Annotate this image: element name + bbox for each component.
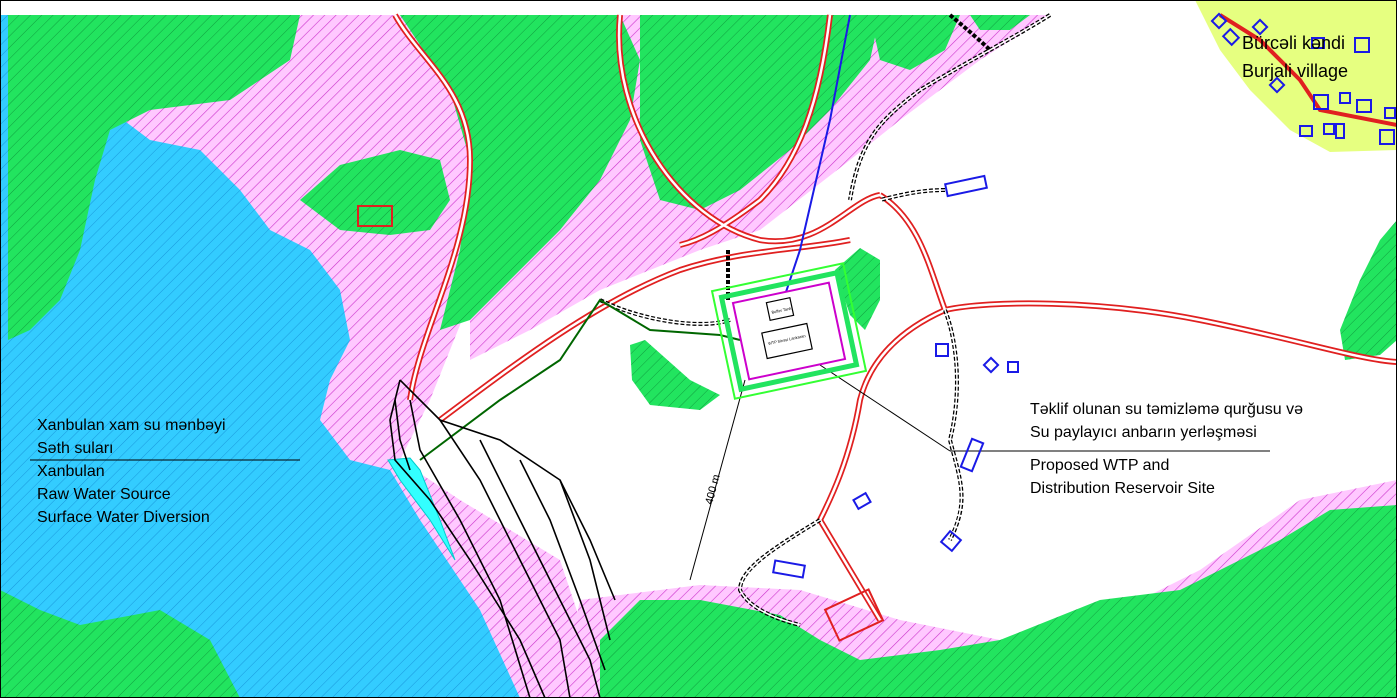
site-label-en-line2: Distribution Reservoir Site xyxy=(1030,480,1215,497)
forest-north-center xyxy=(400,15,640,330)
water-source-label-en-line3: Surface Water Diversion xyxy=(37,509,210,526)
forest-south xyxy=(600,505,1397,698)
water-source-label-az-line2: Səth suları xyxy=(37,440,114,457)
reservoir-structure-south xyxy=(823,588,885,642)
forest-northwest xyxy=(8,15,300,340)
forest-north-far2 xyxy=(970,15,1030,30)
site-fence-outer xyxy=(710,262,868,400)
buildings xyxy=(772,12,1396,579)
water-source-label-en-line1: Xanbulan xyxy=(37,463,105,480)
site-fence-mid xyxy=(718,269,860,393)
village-label-en: Burjali village xyxy=(1242,61,1349,81)
annotation-lines xyxy=(30,364,1270,581)
road-network-inner xyxy=(393,14,1397,621)
forest-west-inner xyxy=(300,150,450,235)
site-label-en-line1: Proposed WTP and xyxy=(1030,457,1170,474)
reservoir-water xyxy=(0,15,520,698)
wtp-building xyxy=(761,322,813,360)
village-road xyxy=(1218,13,1397,127)
buffer-tank xyxy=(765,296,795,322)
raw-water-pipeline xyxy=(419,298,741,461)
transmission-line-blue xyxy=(779,14,851,311)
diversion-channel xyxy=(387,457,456,561)
village-label-az: Bürcəli kəndi xyxy=(1242,33,1346,53)
forest-island-west xyxy=(630,340,720,410)
water-source-label-en-line2: Raw Water Source xyxy=(37,486,171,503)
forest-east xyxy=(1340,220,1397,360)
intake-structure-lines xyxy=(389,379,616,698)
forest-island-center xyxy=(835,248,880,330)
forest-north-far xyxy=(870,15,960,70)
site-label-az-line1: Təklif olunan su təmizləmə qurğusu və xyxy=(1030,401,1304,418)
forest-southwest xyxy=(0,590,240,698)
water-source-label-az-line1: Xanbulan xam su mənbəyi xyxy=(37,417,226,434)
buffer-tank-label: Buffer Tank xyxy=(771,306,792,315)
site-label-az-line2: Su paylayıcı anbarın yerləşməsi xyxy=(1030,424,1257,441)
wtp-site: Buffer Tank WTP binəsi Lankaran xyxy=(710,262,868,400)
intake-building xyxy=(357,205,393,227)
